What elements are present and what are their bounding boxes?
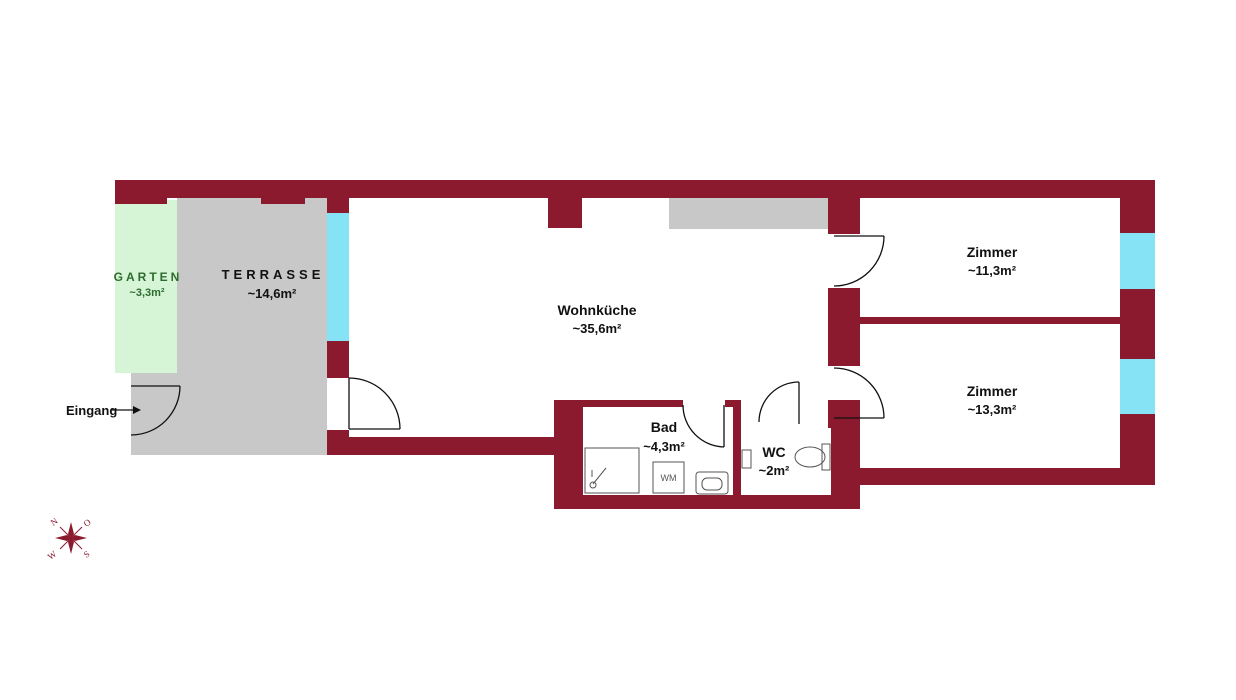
terrace-name: TERRASSE [222,267,325,282]
living-name: Wohnküche [557,302,636,318]
wc-name: WC [762,444,785,460]
living-area-label: ~35,6m² [573,321,622,336]
sink-bowl [701,477,723,491]
wall-living-bedroom-1 [828,180,860,234]
wall-between-bedrooms [858,317,1120,324]
compass-east: O [82,517,93,529]
compass-west: W [46,548,59,561]
wall-living-bottom [327,437,577,455]
bad-name: Bad [651,419,677,435]
zimmer2-name: Zimmer [967,383,1018,399]
window-zimmer1 [1120,233,1155,289]
wall-bath-wc [733,400,741,495]
shower-tray [584,447,640,494]
wall-terrace-living-mid [327,341,349,378]
door-zimmer2[interactable] [833,367,885,419]
garden-area-label: ~3,3m² [129,287,164,299]
bath-floor [583,407,733,495]
compass-rose: N O S W [46,516,93,562]
entrance-label: Eingang [66,403,117,418]
pillar [548,196,582,228]
terrace-area-label: ~14,6m² [248,286,297,301]
garden-name: GARTEN [114,270,183,284]
door-entrance[interactable] [130,385,181,436]
entrance-arrow [112,406,141,414]
window-terrace [327,213,349,341]
wall-stub [115,196,167,204]
zimmer2-area-label: ~13,3m² [968,402,1017,417]
garden-area [115,200,177,373]
wc-sink [741,449,752,469]
compass-south: S [82,549,92,560]
door-wc[interactable] [758,381,800,424]
wc-upper-floor [741,400,828,430]
wc-area-label: ~2m² [759,463,790,478]
wc-floor [741,428,831,495]
zimmer1-name: Zimmer [967,244,1018,260]
wall-right-1 [1120,180,1155,233]
zimmer1-area-label: ~11,3m² [968,263,1017,278]
washing-machine-label: WM [661,473,677,483]
door-bad[interactable] [682,404,725,448]
kitchen-counter [669,198,829,229]
wall-stub [261,196,305,204]
wall-living-bedroom-2 [828,288,860,366]
door-zimmer1[interactable] [833,235,885,287]
window-zimmer2 [1120,359,1155,414]
bad-area-label: ~4,3m² [643,439,685,454]
bath-door-opening [683,398,725,409]
toilet-bowl [794,446,826,468]
wall-right-2 [1120,289,1155,359]
wall-bedroom-bottom [858,468,1155,485]
wall-top [115,180,1155,198]
washing-machine [652,461,685,494]
shower-drain [592,467,607,485]
toilet-tank [821,443,831,471]
wall-terrace-living-top [327,180,349,213]
door-living-terrace[interactable] [348,377,401,430]
shower-drain [589,481,597,489]
sink [695,471,729,495]
compass-north: N [49,516,60,528]
